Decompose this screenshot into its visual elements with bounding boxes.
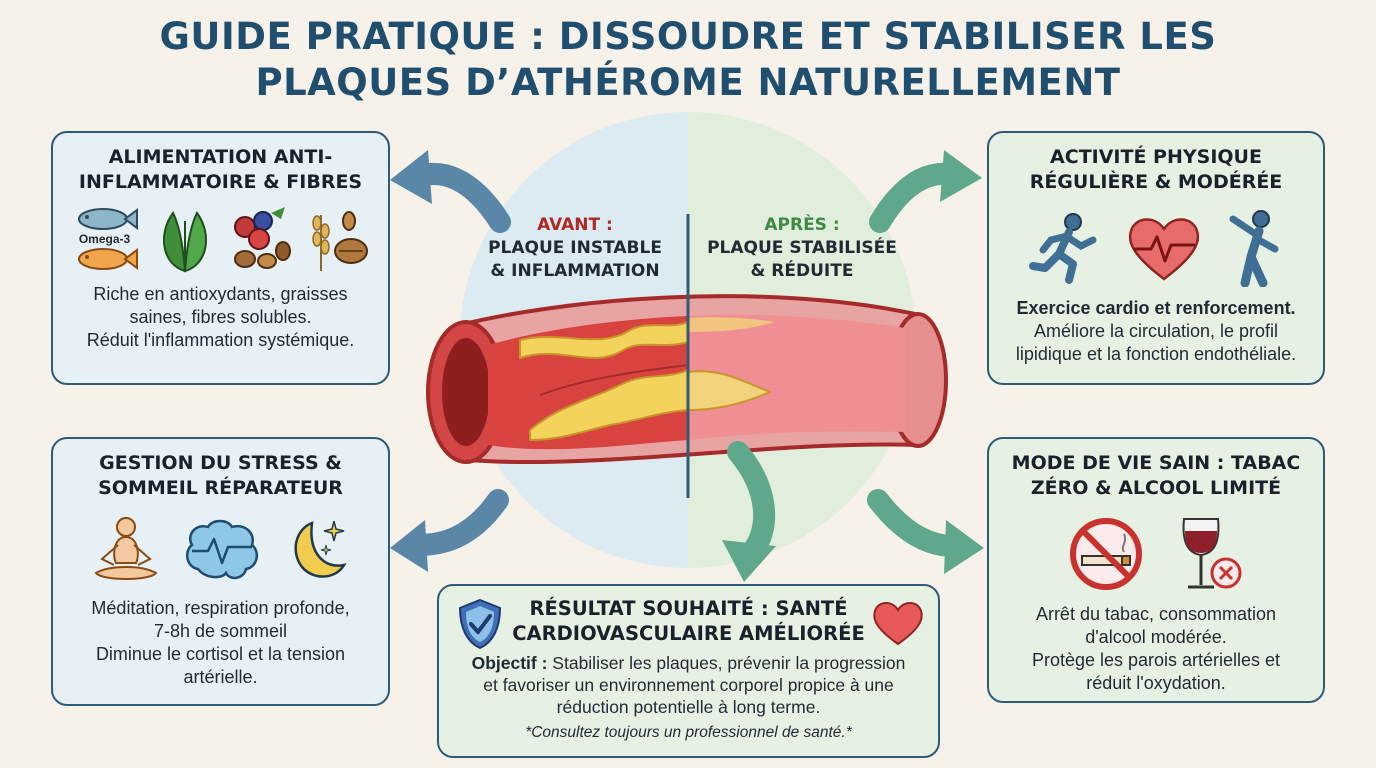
fish-icon: Omega-3 — [71, 207, 139, 273]
result-text-3: réduction potentielle à long terme. — [556, 697, 821, 717]
lifestyle-text-1: Arrêt du tabac, consommation — [1035, 604, 1277, 624]
heart-icon — [873, 602, 923, 646]
food-text-3: Réduit l'inflammation systémique. — [86, 330, 355, 350]
shield-check-icon — [458, 598, 502, 650]
lifestyle-text-2: d'alcool modérée. — [1085, 627, 1227, 647]
result-card: RÉSULTAT SOUHAITÉ : SANTÉ CARDIOVASCULAI… — [437, 584, 940, 758]
food-text-1: Riche en antioxydants, graisses — [93, 284, 348, 304]
meditation-icon — [94, 517, 157, 580]
grain-icon — [311, 211, 368, 271]
activity-text-2: Améliore la circulation, le profil — [1033, 321, 1279, 341]
activity-text-1: Exercice cardio et renforcement. — [1016, 298, 1296, 318]
runner-icon — [1029, 213, 1097, 284]
stable-plaque — [687, 370, 773, 412]
activity-card: ACTIVITÉ PHYSIQUE RÉGULIÈRE & MODÉRÉE Ex… — [987, 131, 1325, 385]
stress-title-line-1: GESTION DU STRESS & — [99, 452, 342, 474]
result-text-1: Objectif : Stabiliser les plaques, préve… — [451, 652, 926, 674]
brain-icon — [185, 519, 258, 580]
activity-title-line-1: ACTIVITÉ PHYSIQUE — [1050, 146, 1262, 168]
after-heading: APRÈS : — [764, 215, 840, 235]
after-line-2: & RÉDUITE — [750, 261, 854, 281]
omega-label: Omega-3 — [78, 232, 131, 246]
stress-text-3: Diminue le cortisol et la tension — [95, 644, 346, 664]
stress-text-2: 7-8h de sommeil — [153, 621, 288, 641]
title-line-2: PLAQUES D’ATHÉROME NATURELLEMENT — [255, 61, 1121, 104]
title-line-1: GUIDE PRATIQUE : DISSOUDRE ET STABILISER… — [159, 15, 1217, 58]
before-line-1: PLAQUE INSTABLE — [488, 238, 662, 258]
stress-card: GESTION DU STRESS & SOMMEIL RÉPARATEUR M… — [51, 437, 390, 706]
food-title-line-1: ALIMENTATION ANTI- — [108, 146, 333, 168]
moon-icon — [293, 520, 346, 578]
stress-text-4: artérielle. — [183, 667, 258, 687]
lifestyle-text-3: Protège les parois artérielles et — [1031, 650, 1281, 670]
page-title: GUIDE PRATIQUE : DISSOUDRE ET STABILISER… — [0, 14, 1376, 106]
stress-title-line-2: SOMMEIL RÉPARATEUR — [98, 477, 343, 499]
arrow-to-lifestyle — [867, 489, 961, 557]
result-text-1-body: Stabiliser les plaques, prévenir la prog… — [547, 653, 906, 673]
result-title-line-2: CARDIOVASCULAIRE AMÉLIORÉE — [512, 622, 865, 645]
before-heading: AVANT : — [537, 215, 613, 235]
arrow-to-stress — [407, 489, 509, 556]
before-label: AVANT : PLAQUE INSTABLE & INFLAMMATION — [470, 214, 680, 283]
food-card-title: ALIMENTATION ANTI- INFLAMMATOIRE & FIBRE… — [67, 145, 374, 195]
before-line-2: & INFLAMMATION — [490, 261, 660, 281]
activity-title-line-2: RÉGULIÈRE & MODÉRÉE — [1029, 171, 1283, 193]
after-label: APRÈS : PLAQUE STABILISÉE & RÉDUITE — [696, 214, 908, 283]
objective-label: Objectif : — [471, 653, 548, 673]
wine-icon — [1182, 518, 1242, 589]
heart-pulse-icon — [1128, 218, 1200, 281]
lifestyle-card-title: MODE DE VIE SAIN : TABAC ZÉRO & ALCOOL L… — [1003, 451, 1309, 501]
activity-text-3: lipidique et la fonction endothéliale. — [1015, 344, 1297, 364]
lifestyle-title-line-1: MODE DE VIE SAIN : TABAC — [1011, 452, 1301, 474]
result-text-2: et favoriser un environnement corporel p… — [483, 675, 894, 695]
food-text-2: saines, fibres solubles. — [129, 307, 312, 327]
stress-card-title: GESTION DU STRESS & SOMMEIL RÉPARATEUR — [67, 451, 374, 501]
lifestyle-title-line-2: ZÉRO & ALCOOL LIMITÉ — [1030, 477, 1282, 499]
lifestyle-card: MODE DE VIE SAIN : TABAC ZÉRO & ALCOOL L… — [987, 437, 1325, 703]
stretch-icon — [1229, 210, 1279, 287]
stable-lumen — [688, 314, 905, 440]
result-card-title: RÉSULTAT SOUHAITÉ : SANTÉ CARDIOVASCULAI… — [451, 596, 926, 646]
food-title-line-2: INFLAMMATOIRE & FIBRES — [78, 171, 363, 193]
stress-text-1: Méditation, respiration profonde, — [91, 598, 350, 618]
berries-nuts-icon — [233, 207, 291, 269]
spinach-icon — [162, 211, 207, 273]
food-card: ALIMENTATION ANTI- INFLAMMATOIRE & FIBRE… — [51, 131, 390, 385]
disclaimer-note: *Consultez toujours un professionnel de … — [525, 724, 852, 741]
result-title-line-1: RÉSULTAT SOUHAITÉ : SANTÉ — [529, 597, 848, 620]
activity-card-title: ACTIVITÉ PHYSIQUE RÉGULIÈRE & MODÉRÉE — [1003, 145, 1309, 195]
after-line-1: PLAQUE STABILISÉE — [707, 238, 897, 258]
lifestyle-text-4: réduit l'oxydation. — [1086, 673, 1226, 693]
no-smoking-icon — [1070, 518, 1142, 590]
